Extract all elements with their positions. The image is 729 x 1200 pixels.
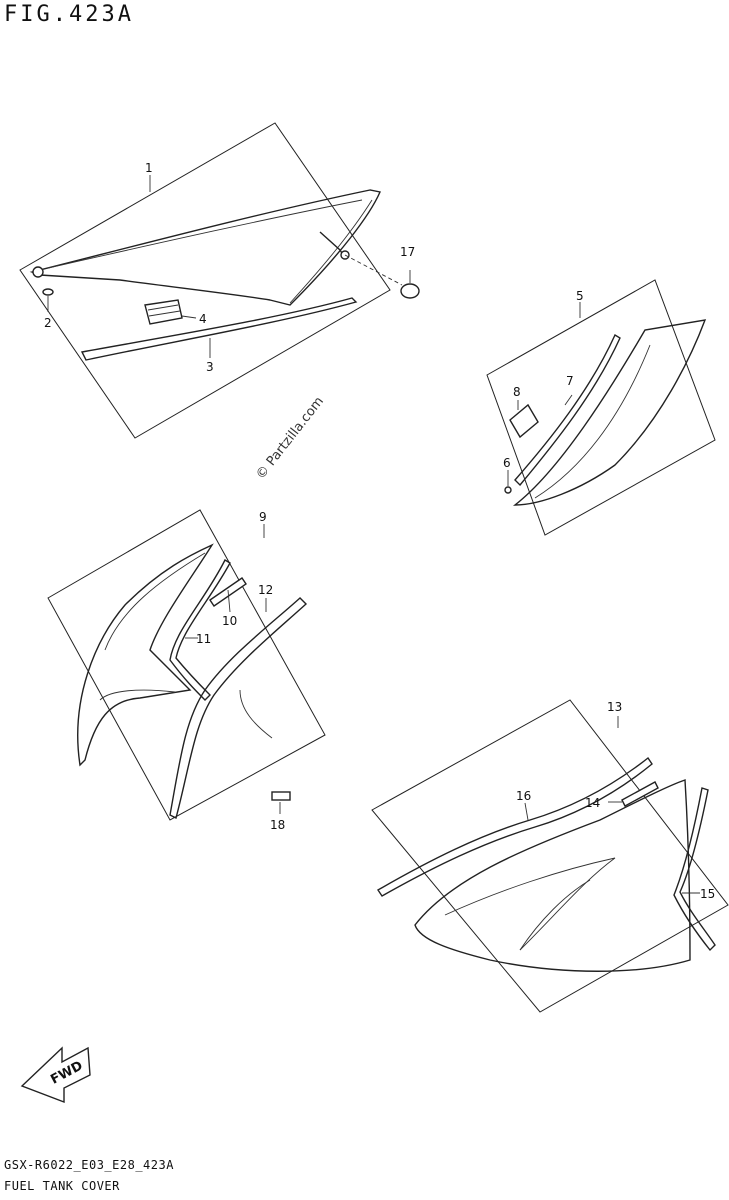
callout-1: 1 xyxy=(145,161,153,175)
part-6-clip xyxy=(504,486,512,494)
part-15-strip xyxy=(673,787,716,952)
watermark: © Partzilla.com xyxy=(253,394,327,482)
assembly-group-1 xyxy=(19,122,420,439)
callout-13: 13 xyxy=(607,700,622,714)
group-13-frame xyxy=(371,699,729,1013)
part-2-clip xyxy=(42,288,54,296)
callout-8: 8 xyxy=(513,385,521,399)
part-9-cover xyxy=(77,543,214,767)
part-8-pad xyxy=(509,403,539,439)
footer-name: FUEL TANK COVER xyxy=(4,1179,120,1193)
group-9-frame xyxy=(47,509,326,821)
assembly-group-13 xyxy=(371,699,729,1013)
part-14-piece xyxy=(621,781,659,807)
callout-9: 9 xyxy=(259,510,267,524)
footer-code: GSX-R6022_E03_E28_423A xyxy=(4,1158,174,1172)
callout-14: 14 xyxy=(585,796,600,810)
part-5-cover xyxy=(512,319,707,506)
part-7-strip xyxy=(514,333,621,487)
part-3-strip xyxy=(80,297,358,361)
part-12-strip xyxy=(169,597,308,820)
callout-12: 12 xyxy=(258,583,273,597)
callout-6: 6 xyxy=(503,456,511,470)
fwd-arrow-icon xyxy=(20,1046,91,1104)
callout-labels: 1 2 3 4 5 6 7 8 9 10 11 12 13 14 15 16 1… xyxy=(44,161,715,1088)
callout-16: 16 xyxy=(516,789,531,803)
group-5-frame xyxy=(486,279,716,536)
figure-title: FIG.423A xyxy=(4,2,134,27)
callout-5: 5 xyxy=(576,289,584,303)
part-16-strip xyxy=(377,756,653,897)
part-17-grommet xyxy=(400,283,420,299)
group-1-frame xyxy=(19,122,391,439)
part-1-cover xyxy=(29,189,381,306)
assembly-group-9 xyxy=(47,509,326,821)
callout-17: 17 xyxy=(400,245,415,259)
callout-7: 7 xyxy=(566,374,574,388)
callout-15: 15 xyxy=(700,887,715,901)
part-13-cover xyxy=(414,779,691,972)
callout-10: 10 xyxy=(222,614,237,628)
callout-3: 3 xyxy=(206,360,214,374)
part-11-strip xyxy=(169,559,231,701)
callout-11: 11 xyxy=(196,632,211,646)
callout-2: 2 xyxy=(44,316,52,330)
callout-4: 4 xyxy=(199,312,207,326)
callout-18: 18 xyxy=(270,818,285,832)
assembly-group-5 xyxy=(486,279,716,536)
part-18-clip xyxy=(271,791,291,801)
